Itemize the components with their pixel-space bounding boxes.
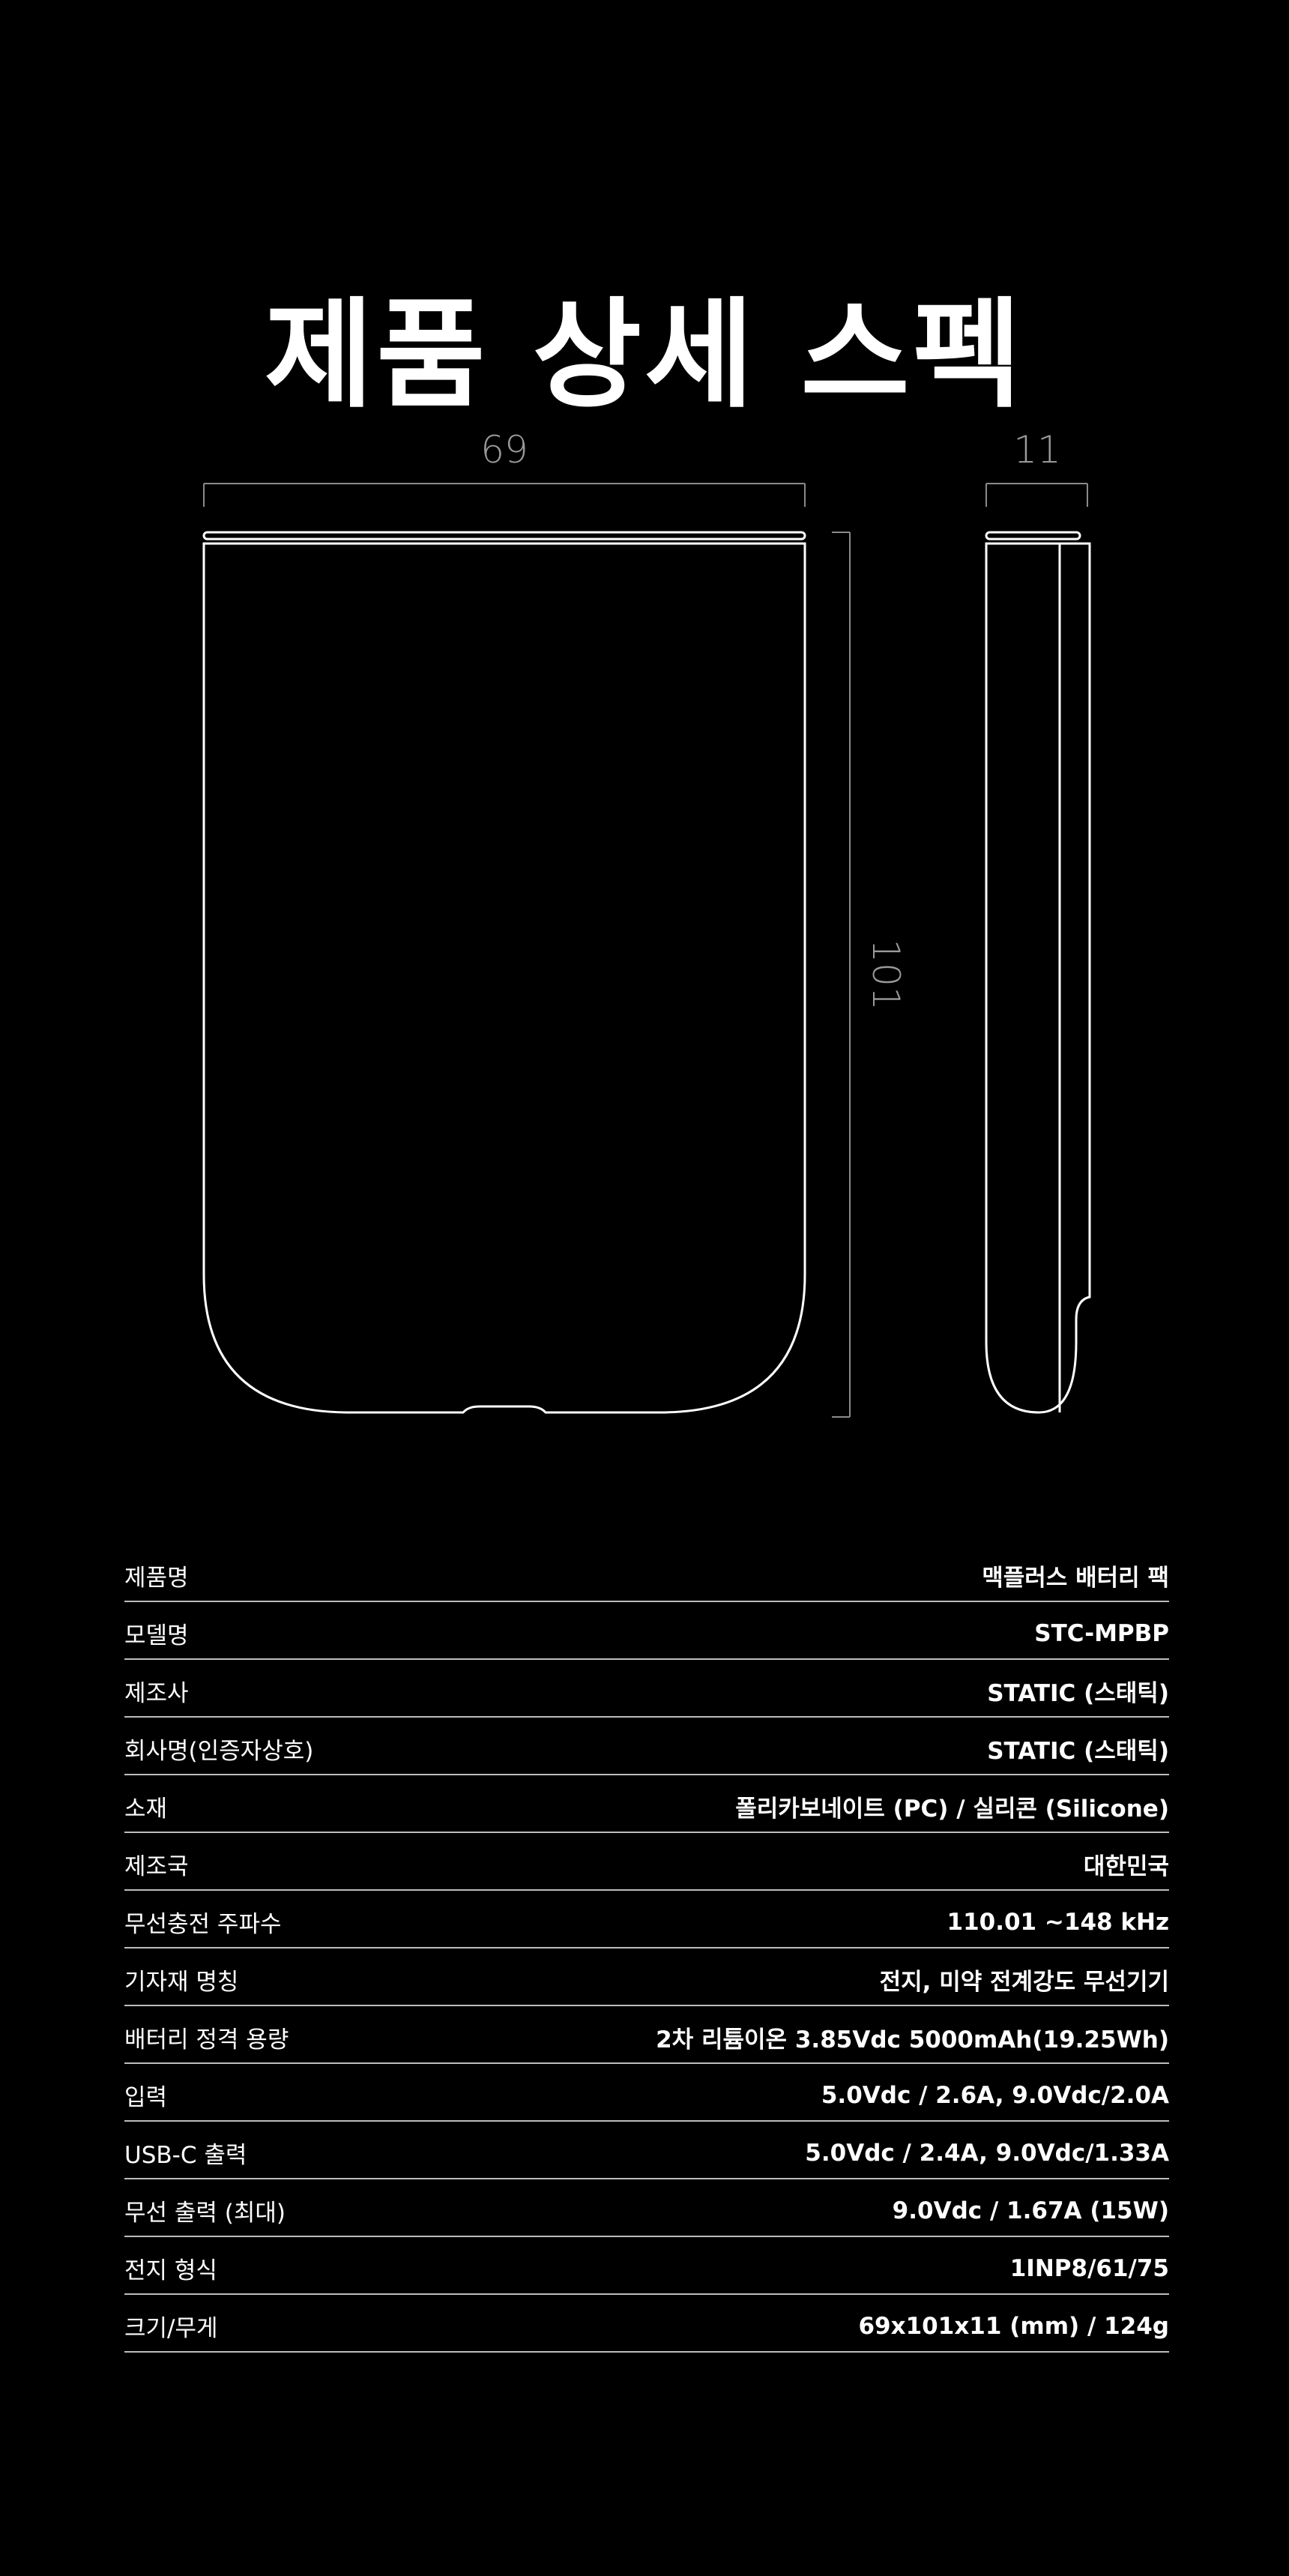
side-depth-label: 11 — [1013, 428, 1061, 472]
spec-value: 폴리카보네이트 (PC) / 실리콘 (Silicone) — [735, 1796, 1169, 1823]
spec-value: 대한민국 — [1083, 1853, 1169, 1880]
spec-row-battery-type: 전지 형식 1INP8/61/75 — [124, 2237, 1169, 2295]
spec-label: 제조국 — [124, 1853, 189, 1880]
side-view-outline — [985, 531, 1091, 1414]
spec-row-product-name: 제품명 맥플러스 배터리 팩 — [124, 1544, 1169, 1602]
spec-value: 5.0Vdc / 2.4A, 9.0Vdc/1.33A — [805, 2139, 1169, 2167]
spec-row-model-name: 모델명 STC-MPBP — [124, 1602, 1169, 1660]
spec-row-size-weight: 크기/무게 69x101x11 (mm) / 124g — [124, 2295, 1169, 2353]
spec-value: STATIC (스태틱) — [987, 1738, 1169, 1765]
spec-row-input: 입력 5.0Vdc / 2.6A, 9.0Vdc/2.0A — [124, 2064, 1169, 2122]
spec-value: STC-MPBP — [1034, 1619, 1169, 1647]
spec-table: 제품명 맥플러스 배터리 팩 모델명 STC-MPBP 제조사 STATIC (… — [124, 1544, 1169, 2353]
spec-value: 110.01 ~148 kHz — [947, 1908, 1170, 1936]
front-width-label: 69 — [480, 428, 528, 472]
page-title: 제품 상세 스펙 — [264, 286, 1025, 424]
spec-label: 모델명 — [124, 1622, 189, 1649]
spec-value: STATIC (스태틱) — [987, 1680, 1169, 1707]
spec-row-usb-c-output: USB-C 출력 5.0Vdc / 2.4A, 9.0Vdc/1.33A — [124, 2122, 1169, 2179]
spec-label: 소재 — [124, 1796, 168, 1823]
spec-value: 전지, 미약 전계강도 무선기기 — [879, 1969, 1169, 1996]
spec-row-battery-capacity: 배터리 정격 용량 2차 리튬이온 3.85Vdc 5000mAh(19.25W… — [124, 2006, 1169, 2064]
spec-row-equipment-name: 기자재 명칭 전지, 미약 전계강도 무선기기 — [124, 1948, 1169, 2006]
spec-label: 회사명(인증자상호) — [124, 1738, 314, 1765]
spec-row-wireless-output: 무선 출력 (최대) 9.0Vdc / 1.67A (15W) — [124, 2179, 1169, 2237]
spec-value: 2차 리튬이온 3.85Vdc 5000mAh(19.25Wh) — [656, 2026, 1169, 2053]
spec-label: 크기/무게 — [124, 2315, 218, 2342]
spec-label: 기자재 명칭 — [124, 1969, 239, 1996]
front-width-dimension: 69 — [203, 428, 806, 507]
spec-label: USB-C 출력 — [124, 2142, 247, 2169]
side-depth-dimension: 11 — [985, 428, 1088, 507]
spec-value: 9.0Vdc / 1.67A (15W) — [892, 2197, 1169, 2224]
spec-value: 맥플러스 배터리 팩 — [982, 1565, 1169, 1592]
spec-row-wireless-frequency: 무선충전 주파수 110.01 ~148 kHz — [124, 1891, 1169, 1948]
spec-label: 전지 형식 — [124, 2257, 217, 2284]
height-dimension: 101 — [832, 532, 908, 1418]
spec-row-company-name: 회사명(인증자상호) STATIC (스태틱) — [124, 1718, 1169, 1775]
spec-row-country: 제조국 대한민국 — [124, 1833, 1169, 1891]
spec-row-manufacturer: 제조사 STATIC (스태틱) — [124, 1660, 1169, 1718]
height-label: 101 — [864, 939, 908, 1010]
spec-label: 무선 출력 (최대) — [124, 2200, 286, 2227]
spec-row-material: 소재 폴리카보네이트 (PC) / 실리콘 (Silicone) — [124, 1775, 1169, 1833]
spec-label: 제품명 — [124, 1565, 189, 1592]
spec-label: 배터리 정격 용량 — [124, 2026, 289, 2053]
spec-value: 5.0Vdc / 2.6A, 9.0Vdc/2.0A — [821, 2081, 1169, 2109]
product-dimension-drawing: 69 11 101 — [202, 428, 1091, 1418]
spec-value: 1INP8/61/75 — [1009, 2254, 1169, 2282]
spec-value: 69x101x11 (mm) / 124g — [858, 2312, 1169, 2340]
spec-label: 무선충전 주파수 — [124, 1911, 282, 1938]
spec-label: 입력 — [124, 2084, 168, 2111]
front-view-outline — [202, 531, 806, 1414]
spec-label: 제조사 — [124, 1680, 189, 1707]
